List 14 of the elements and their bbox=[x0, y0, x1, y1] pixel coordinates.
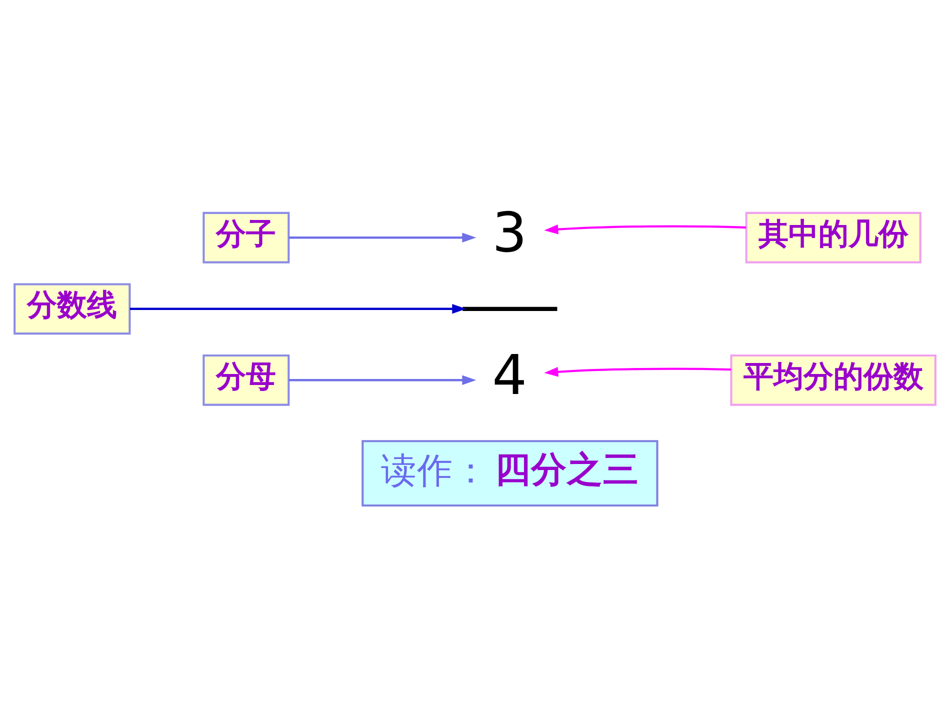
arrow bbox=[288, 375, 476, 386]
node-box: 平均分的份数 bbox=[730, 354, 936, 406]
arrow bbox=[544, 366, 732, 377]
node-box: 分母 bbox=[202, 354, 290, 406]
node-box: 分数线 bbox=[14, 283, 131, 335]
node-text: 4 bbox=[492, 342, 528, 407]
arrow bbox=[130, 304, 466, 314]
node-text: 3 bbox=[492, 200, 528, 264]
node-box: 读作： 四分之三 bbox=[362, 440, 658, 507]
arrow bbox=[288, 232, 476, 243]
node-bar bbox=[462, 306, 558, 311]
arrow bbox=[544, 224, 746, 234]
node-box: 其中的几份 bbox=[745, 212, 922, 264]
node-box: 分子 bbox=[202, 212, 290, 264]
